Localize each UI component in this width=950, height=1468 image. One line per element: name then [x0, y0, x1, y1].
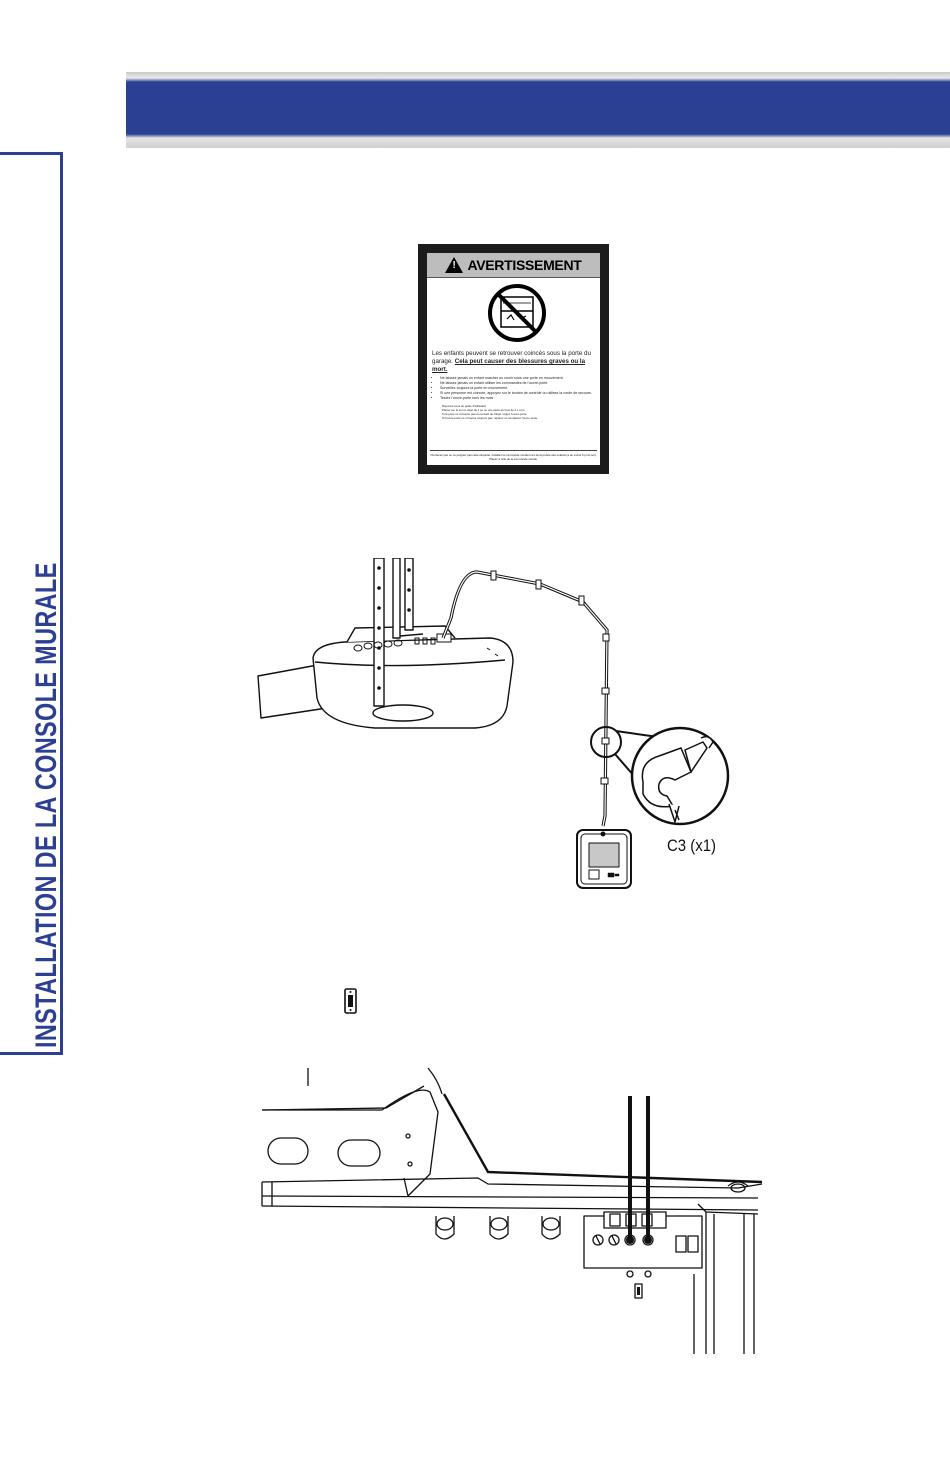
- warning-bullet: Testez l'ouvre-porte tous les mois :: [440, 396, 594, 401]
- warning-footer: N'enlevez pas ou ne peignez pas cette ét…: [430, 450, 597, 461]
- part-label: C3 (x1): [667, 836, 717, 855]
- wiring-diagram: [257, 558, 730, 889]
- warning-heading-text: AVERTISSEMENT: [467, 257, 582, 273]
- insulated-staple: [641, 747, 692, 808]
- warning-lead: Les enfants peuvent se retrouver coincés…: [432, 350, 594, 374]
- warning-bullets: Ne laissez jamais un enfant marcher ou c…: [432, 376, 594, 401]
- opener-body: [312, 637, 514, 729]
- warning-sub-note: Si l'ouvre-porte ne s'inverse toujours p…: [442, 416, 538, 420]
- header-bar: [126, 72, 950, 148]
- warning-bullet: Ne laissez jamais un enfant utiliser les…: [440, 381, 594, 386]
- warning-lead-text: Les enfants peuvent se retrouver coincés…: [432, 350, 591, 365]
- warning-label: AVERTISSEMENT Les enfants peuvent se ret…: [418, 244, 609, 474]
- warning-sub-note: Si la porte ne s'inverse pas au contact …: [442, 412, 528, 416]
- wall-console: [576, 829, 632, 889]
- section-tab: [0, 152, 63, 1055]
- warning-bullet: Surveillez toujours la porte en mouvemen…: [440, 386, 594, 391]
- section-title: INSTALLATION DE LA CONSOLE MURALE: [30, 562, 63, 1048]
- warning-triangle-icon: [445, 257, 464, 273]
- hanger-strap: [373, 558, 385, 707]
- lock-switch-icon: [344, 988, 357, 1014]
- hanger-strap: [392, 558, 401, 639]
- hanger-strap: [404, 558, 414, 631]
- warning-body: Les enfants peuvent se retrouver coincés…: [432, 350, 594, 420]
- warning-sub-note: Reportez-vous au guide d'utilisation.: [442, 404, 488, 408]
- warning-lead-bold: Cela peut causer des blessures graves ou…: [432, 358, 586, 373]
- no-child-under-door-icon: [488, 284, 546, 342]
- terminal-diagram: [261, 1067, 763, 1354]
- warning-sub-note: Placez sur le sol un objet de 1 po ou un…: [442, 408, 526, 412]
- warning-heading: AVERTISSEMENT: [427, 253, 600, 278]
- warning-sub-notes: Reportez-vous au guide d'utilisation. Pl…: [432, 404, 594, 420]
- warning-bullet: Ne laissez jamais un enfant marcher ou c…: [440, 376, 594, 381]
- warning-bullet: Si une personne est coincée, appuyez sur…: [440, 391, 594, 396]
